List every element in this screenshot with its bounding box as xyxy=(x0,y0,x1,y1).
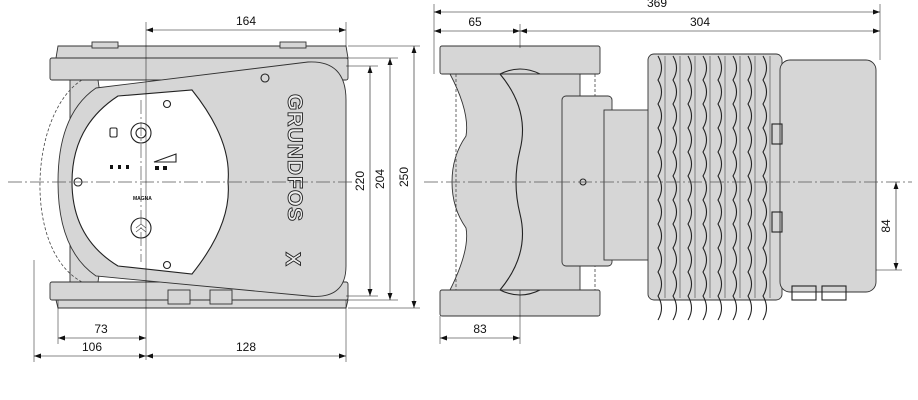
top-flange xyxy=(439,45,601,75)
cooling-fin xyxy=(702,55,708,321)
led-indicator xyxy=(118,165,121,169)
terminal-box xyxy=(167,289,191,305)
led-indicator xyxy=(110,165,113,169)
housing-outline-dashed xyxy=(39,79,83,283)
dimension-220: 220 xyxy=(353,171,367,191)
dimension-128: 128 xyxy=(236,340,256,354)
bottom-flange xyxy=(55,299,349,309)
connector xyxy=(771,123,783,145)
cable-gland xyxy=(821,285,847,301)
setting-led xyxy=(163,166,167,170)
dimension-84: 84 xyxy=(879,219,893,233)
indicator-light xyxy=(109,127,118,138)
cooling-fin xyxy=(747,55,753,321)
cooling-fin xyxy=(717,55,723,321)
dimension-304: 304 xyxy=(690,15,710,29)
screw-icon xyxy=(162,99,172,109)
dimension-250: 250 xyxy=(397,167,411,187)
flange-lug xyxy=(279,41,307,49)
cooling-fins xyxy=(657,55,771,321)
adapter-ring xyxy=(603,109,651,261)
led-indicator xyxy=(126,165,129,169)
cooling-fin xyxy=(687,55,693,321)
terminal-box xyxy=(779,59,877,293)
cooling-fin xyxy=(732,55,738,321)
control-label: MAGNA xyxy=(133,196,152,202)
cooling-fin xyxy=(657,55,663,321)
cable-gland xyxy=(791,285,817,301)
dimension-204: 204 xyxy=(373,169,387,189)
cooling-fin xyxy=(762,55,768,321)
dimensions: 164 369 65 304 220 204 250 84 7 xyxy=(33,0,902,362)
motor-housing xyxy=(647,53,783,301)
front-view: MAGNA GRUNDFOS X xyxy=(8,41,362,309)
dimension-106: 106 xyxy=(82,340,102,354)
dimension-369: 369 xyxy=(647,0,667,10)
dimension-83: 83 xyxy=(473,322,487,336)
connector xyxy=(771,211,783,233)
side-view xyxy=(424,45,912,321)
setting-bars-icon xyxy=(153,153,177,163)
screw-icon xyxy=(162,260,172,270)
dimension-164: 164 xyxy=(236,14,256,28)
cooling-fin xyxy=(672,55,678,321)
dimension-65: 65 xyxy=(468,15,482,29)
brand-logo: GRUNDFOS xyxy=(283,94,306,222)
screw-icon xyxy=(260,73,270,83)
terminal-box xyxy=(209,289,233,305)
flange-lug xyxy=(91,41,119,49)
brand-logo-mark: X xyxy=(281,252,304,267)
dimension-73: 73 xyxy=(94,322,108,336)
setting-led xyxy=(155,166,159,170)
